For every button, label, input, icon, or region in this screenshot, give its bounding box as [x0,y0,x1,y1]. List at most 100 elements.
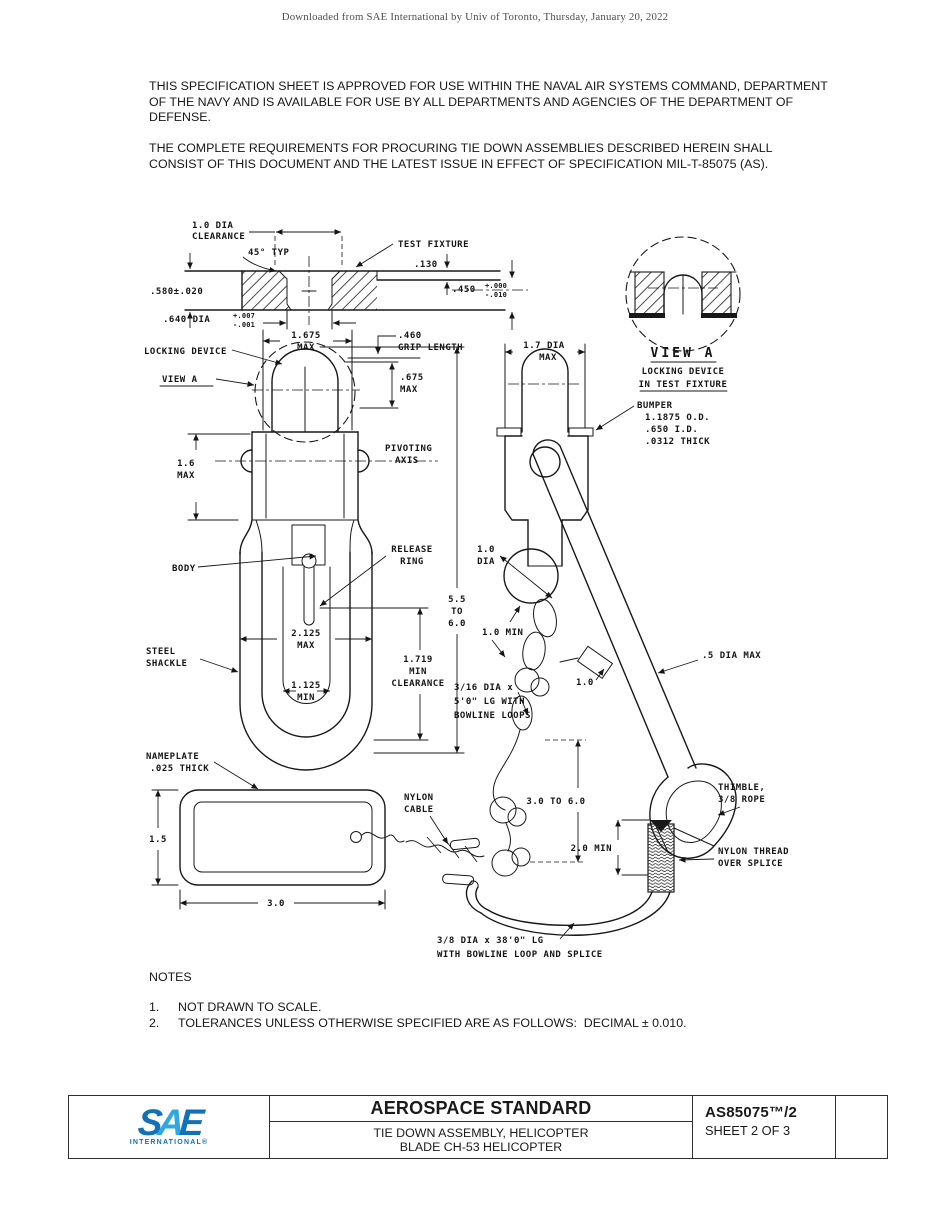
notes-section: NOTES 1. NOT DRAWN TO SCALE. 2. TOLERANC… [149,970,849,1031]
label-dim-20min: 2.0 MIN [571,844,612,854]
revision-cell-empty [836,1096,887,1158]
label-dim-16: 1.6 [177,459,195,469]
view-a-detail: VIEW A LOCKING DEVICE IN TEST FIXTURE [625,236,741,392]
label-thimble-rope: 3/8 ROPE [718,795,765,805]
label-ring: RING [400,557,424,567]
doc-number-cell: AS85075™/2 SHEET 2 OF 3 [693,1096,836,1158]
label-dim-1125: 1.125 [291,681,321,691]
label-dim-450-minus: -.010 [485,291,507,299]
label-rope38-splice: WITH BOWLINE LOOP AND SPLICE [437,950,603,960]
title-block: SAE INTERNATIONAL® AEROSPACE STANDARD TI… [68,1095,888,1159]
label-dim-3to6: 3.0 TO 6.0 [526,797,585,807]
label-dim-2125: 2.125 [291,629,321,639]
document-subtitle: TIE DOWN ASSEMBLY, HELICOPTER BLADE CH-5… [270,1122,692,1158]
label-dim-17dia-max: MAX [539,353,557,363]
label-view-a-sub2: IN TEST FIXTURE [639,380,728,390]
subtitle-line2: BLADE CH-53 HELICOPTER [399,1140,563,1154]
label-nylon: NYLON [404,793,434,803]
label-dim-30: 3.0 [267,899,285,909]
label-dim-675: .675 [400,373,424,383]
label-thread: NYLON THREAD [718,847,789,857]
side-view: 1.7 DIA MAX BUMPER 1.1875 O.D. .650 I.D.… [404,341,789,960]
label-dim-640-minus: -.001 [233,321,255,329]
label-clearance-dia-2: CLEARANCE [192,232,245,242]
paragraph-line: THE COMPLETE REQUIREMENTS FOR PROCURING … [149,141,773,155]
label-shackle: SHACKLE [146,659,187,669]
label-cable: CABLE [404,805,434,815]
label-dim-450: .450 [452,285,476,295]
label-dim-580: .580±.020 [150,287,203,297]
paragraph-line: OF THE NAVY AND IS AVAILABLE FOR USE BY … [149,94,794,109]
label-dim-15: 1.5 [149,835,167,845]
label-dim-1719: 1.719 [403,655,433,665]
label-dim-10: 1.0 [576,678,594,688]
label-grip-460: .460 [398,331,422,341]
label-rope316-loops: BOWLINE LOOPS [454,711,531,721]
label-dim-2125-max: MAX [297,641,315,651]
label-rope316-lg: 5'0" LG WITH [454,697,525,707]
label-dim-130: .130 [414,260,438,270]
label-dim-55-to: TO [451,607,463,617]
label-rope316: 3/16 DIA x [454,683,513,693]
front-view: 1.675 MAX .460 GRIP LENGTH .675 MAX LOCK… [144,329,466,771]
label-bumper-od: 1.1875 O.D. [645,413,710,423]
label-test-fixture: TEST FIXTURE [398,240,469,250]
label-dim-17dia: 1.7 DIA [523,341,565,351]
download-watermark: Downloaded from SAE International by Uni… [281,11,669,23]
sae-logo-letter-e: E [178,1102,202,1143]
requirements-paragraph: THE COMPLETE REQUIREMENTS FOR PROCURING … [149,141,839,172]
approval-paragraph: THIS SPECIFICATION SHEET IS APPROVED FOR… [149,79,839,126]
nameplate: NAMEPLATE .025 THICK 1.5 3.0 [146,752,405,910]
label-dim-640: .640 DIA [163,315,210,325]
label-view-a-ref: VIEW A [162,375,198,385]
note-text: NOT DRAWN TO SCALE. [178,1000,322,1014]
label-dim-1125-min: MIN [297,693,315,703]
subtitle-line1: TIE DOWN ASSEMBLY, HELICOPTER [373,1125,589,1140]
standard-title-cell: AEROSPACE STANDARD TIE DOWN ASSEMBLY, HE… [269,1096,693,1158]
label-view-a-title: VIEW A [651,346,716,361]
label-release: RELEASE [391,545,432,555]
label-thread-splice: OVER SPLICE [718,859,783,869]
paragraph-line: CONSIST OF THIS DOCUMENT AND THE LATEST … [149,156,769,171]
note-item: 1. NOT DRAWN TO SCALE. [149,999,849,1015]
label-dim-10dia-dia: DIA [477,557,495,567]
label-dim-10min: 1.0 MIN [482,628,523,638]
label-dim-1675: 1.675 [291,331,321,341]
doc-number: AS85075™/2 [705,1104,798,1121]
label-nameplate-thick: .025 THICK [150,764,209,774]
label-body: BODY [172,564,196,574]
label-dim-55-60: 6.0 [448,619,466,629]
sae-logo-word: SAE [137,1102,201,1143]
label-rope38: 3/8 DIA x 38'0" LG [437,936,544,946]
paragraph-line: THIS SPECIFICATION SHEET IS APPROVED FOR… [149,79,828,93]
sae-logo: SAE INTERNATIONAL® [69,1096,269,1158]
label-bumper: BUMPER [637,401,673,411]
label-dim-450-plus: +.000 [485,282,507,290]
label-locking-device: LOCKING DEVICE [144,347,227,357]
label-steel: STEEL [146,647,176,657]
note-number: 1. [149,1000,160,1014]
standard-title: AEROSPACE STANDARD [270,1096,692,1122]
label-dim-10dia: 1.0 [477,545,495,555]
label-nameplate: NAMEPLATE [146,752,199,762]
sae-logo-international: INTERNATIONAL® [129,1139,209,1146]
label-view-a-sub1: LOCKING DEVICE [642,367,725,377]
note-item: 2. TOLERANCES UNLESS OTHERWISE SPECIFIED… [149,1015,849,1031]
label-dim-5dia: .5 DIA MAX [702,651,761,661]
paragraph-line: DEFENSE. [149,110,211,125]
label-dim-16-max: MAX [177,471,195,481]
label-thimble: THIMBLE, [718,783,765,793]
label-bumper-thick: .0312 THICK [645,437,710,447]
label-dim-1719-clearance: CLEARANCE [391,679,444,689]
label-dim-1675-max: MAX [297,343,315,353]
note-number: 2. [149,1016,160,1031]
note-text: TOLERANCES UNLESS OTHERWISE SPECIFIED AR… [178,1016,687,1031]
label-grip-length: GRIP LENGTH [398,343,463,353]
label-dim-675-max: MAX [400,385,418,395]
tiedown-assembly-drawing: 1.0 DIA CLEARANCE 45° TYP TEST FIXTURE .… [144,221,789,960]
label-bumper-id: .650 I.D. [645,425,698,435]
label-axis: AXIS [395,456,419,466]
label-clearance-dia: 1.0 DIA [192,221,234,231]
label-dim-55: 5.5 [448,595,466,605]
